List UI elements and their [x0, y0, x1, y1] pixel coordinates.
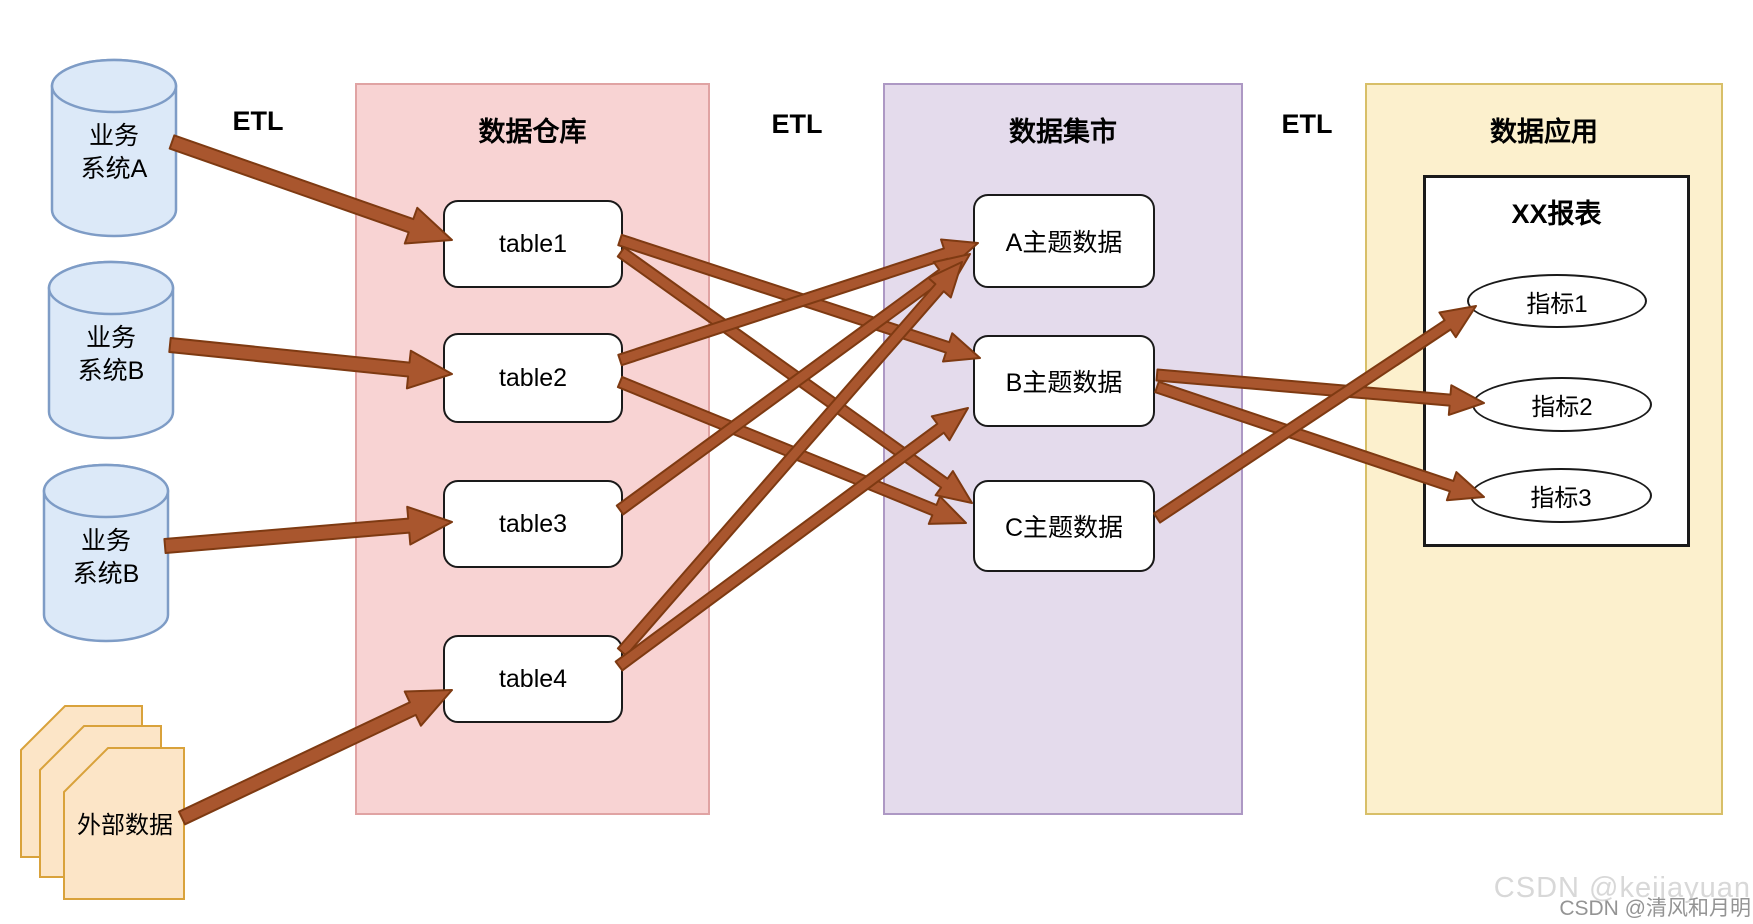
watermark-secondary: CSDN @清风和月明: [1559, 897, 1751, 920]
database-cylinder-icon: [42, 463, 170, 643]
source-label-line2: 系统A: [80, 155, 148, 183]
node-subject-a: A主题数据: [973, 194, 1155, 288]
node-table2: table2: [443, 333, 623, 423]
etl-label-1: ETL: [232, 106, 284, 136]
watermark-primary: CSDN @keijayuan: [1493, 872, 1751, 904]
panel-title-data-warehouse: 数据仓库: [478, 117, 587, 147]
panel-data-mart: 数据集市: [883, 83, 1243, 815]
source-label: 业务 系统A: [50, 120, 178, 186]
report-title: XX报表: [1511, 199, 1602, 229]
cylinder-top: [50, 58, 178, 114]
node-subject-c: C主题数据: [973, 480, 1155, 572]
source-business-system-b2: 业务 系统B: [42, 463, 170, 643]
external-data-label: 外部数据: [77, 812, 173, 839]
database-cylinder-icon: [50, 58, 178, 238]
etl-label-2: ETL: [771, 109, 823, 139]
node-metric-1: 指标1: [1467, 274, 1647, 328]
node-subject-b: B主题数据: [973, 335, 1155, 427]
source-label-line1: 业务: [85, 324, 136, 352]
source-label-line2: 系统B: [77, 357, 145, 385]
source-label-line1: 业务: [80, 527, 131, 555]
source-business-system-a: 业务 系统A: [50, 58, 178, 238]
node-metric-3: 指标3: [1470, 468, 1652, 523]
document-stack-icon: [20, 705, 185, 900]
panel-title-data-mart: 数据集市: [1009, 117, 1117, 147]
node-table3: table3: [443, 480, 623, 568]
database-cylinder-icon: [47, 260, 175, 440]
source-label: 业务 系统B: [47, 322, 175, 388]
panel-title-data-application: 数据应用: [1490, 117, 1598, 147]
node-table4: table4: [443, 635, 623, 723]
etl-label-3: ETL: [1281, 109, 1333, 139]
source-label: 业务 系统B: [42, 525, 170, 591]
cylinder-top: [42, 463, 170, 519]
external-data-stack: 外部数据: [20, 705, 186, 901]
source-label-line1: 业务: [88, 122, 139, 150]
source-label-line2: 系统B: [72, 560, 140, 588]
node-metric-2: 指标2: [1472, 377, 1652, 432]
cylinder-top: [47, 260, 175, 316]
source-business-system-b1: 业务 系统B: [47, 260, 175, 440]
node-table1: table1: [443, 200, 623, 288]
